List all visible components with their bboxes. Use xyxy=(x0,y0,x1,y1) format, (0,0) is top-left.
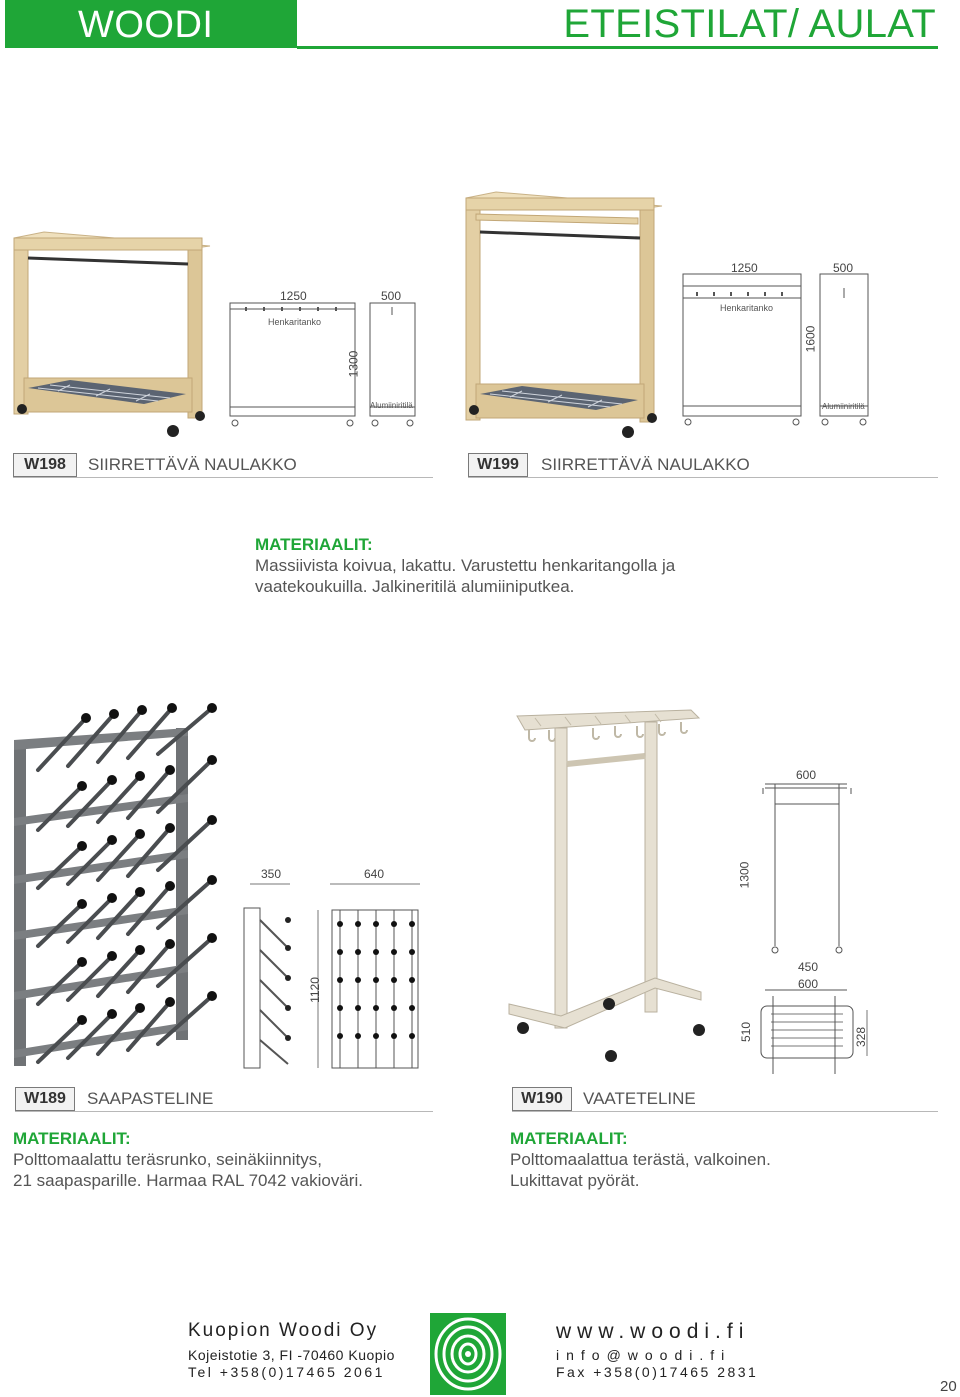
w199-title-rule xyxy=(468,477,938,478)
materials-w189-title: MATERIAALIT: xyxy=(13,1129,131,1148)
w189-height-dim: 1120 xyxy=(307,977,322,1003)
w199-dimension-drawing xyxy=(682,273,869,426)
w198-depth-dim: 500 xyxy=(381,289,402,303)
w189-depth-dim: 350 xyxy=(261,867,282,881)
w198-title-rule xyxy=(13,477,433,478)
footer-address: Kojeistotie 3, FI -70460 Kuopio xyxy=(188,1347,395,1363)
w199-rail-label: Henkaritanko xyxy=(720,303,774,313)
footer-fax: Fax +358(0)17465 2831 xyxy=(556,1364,759,1380)
w199-depth-dim: 500 xyxy=(833,261,854,275)
w199-product-name: SIIRRETTÄVÄ NAULAKKO xyxy=(541,455,750,474)
footer-phone: Tel +358(0)17465 2061 xyxy=(188,1364,385,1380)
w198-code-box: W198 xyxy=(13,453,77,477)
header-divider xyxy=(297,46,938,49)
w189-title-rule xyxy=(15,1111,433,1112)
materials-wood-line-2: vaatekoukuilla. Jalkineritilä alumiinipu… xyxy=(255,577,575,596)
w199-width-dim: 1250 xyxy=(731,261,758,275)
materials-w190-title: MATERIAALIT: xyxy=(510,1129,628,1148)
w189-code-box: W189 xyxy=(15,1087,75,1111)
w198-height-dim: 1300 xyxy=(346,350,361,378)
footer-email[interactable]: info@woodi.fi xyxy=(556,1347,732,1363)
w199-code-box: W199 xyxy=(468,453,528,477)
woodi-logo xyxy=(430,1313,506,1395)
w198-dimension-drawing xyxy=(229,302,416,427)
footer-website[interactable]: www.woodi.fi xyxy=(556,1320,750,1343)
w190-base-depth-dim: 510 xyxy=(739,1021,754,1043)
w190-clothes-rack-image xyxy=(508,709,705,1062)
w190-base-width-dim: 600 xyxy=(798,977,819,991)
w199-grid-label: Alumiiniritilä xyxy=(822,402,865,411)
materials-w189-line-2: 21 saapasparille. Harmaa RAL 7042 vakiov… xyxy=(13,1171,363,1190)
w190-title-rule xyxy=(512,1111,938,1112)
w190-dimension-drawing xyxy=(760,783,868,1074)
w190-inner-depth-dim: 328 xyxy=(854,1026,869,1048)
materials-w190-line-2: Lukittavat pyörät. xyxy=(510,1171,640,1190)
w198-product-name: SIIRRETTÄVÄ NAULAKKO xyxy=(88,455,297,474)
header-brand-bar xyxy=(5,0,297,48)
w189-dimension-drawing xyxy=(243,883,420,1069)
w199-rack-image xyxy=(465,191,663,438)
materials-wood-line-1: Massiivista koivua, lakattu. Varustettu … xyxy=(255,556,676,575)
materials-w189-line-1: Polttomaalattu teräsrunko, seinäkiinnity… xyxy=(13,1150,322,1169)
materials-wood-title: MATERIAALIT: xyxy=(255,535,373,554)
w189-boot-rack-image xyxy=(14,703,217,1066)
page-number: 20 xyxy=(940,1378,957,1395)
brand-title: WOODI xyxy=(78,4,214,46)
w198-rail-label: Henkaritanko xyxy=(268,317,322,327)
w198-grid-label: Alumiiniritilä xyxy=(370,401,413,410)
w189-width-dim: 640 xyxy=(364,867,385,881)
w190-product-name: VAATETELINE xyxy=(583,1089,696,1108)
w189-product-name: SAAPASTELINE xyxy=(87,1089,214,1108)
w190-code-box: W190 xyxy=(512,1087,572,1111)
footer-company-name: Kuopion Woodi Oy xyxy=(188,1320,379,1341)
page-title: ETEISTILAT/ AULAT xyxy=(563,2,936,46)
w198-width-dim: 1250 xyxy=(280,289,307,303)
w199-height-dim: 1600 xyxy=(803,325,818,353)
w190-top-width-dim: 600 xyxy=(796,768,817,782)
materials-w190-line-1: Polttomaalattua terästä, valkoinen. xyxy=(510,1150,771,1169)
w190-height-dim: 1300 xyxy=(737,861,752,889)
w190-inner-dim: 450 xyxy=(798,960,819,974)
w198-rack-image xyxy=(13,231,211,437)
